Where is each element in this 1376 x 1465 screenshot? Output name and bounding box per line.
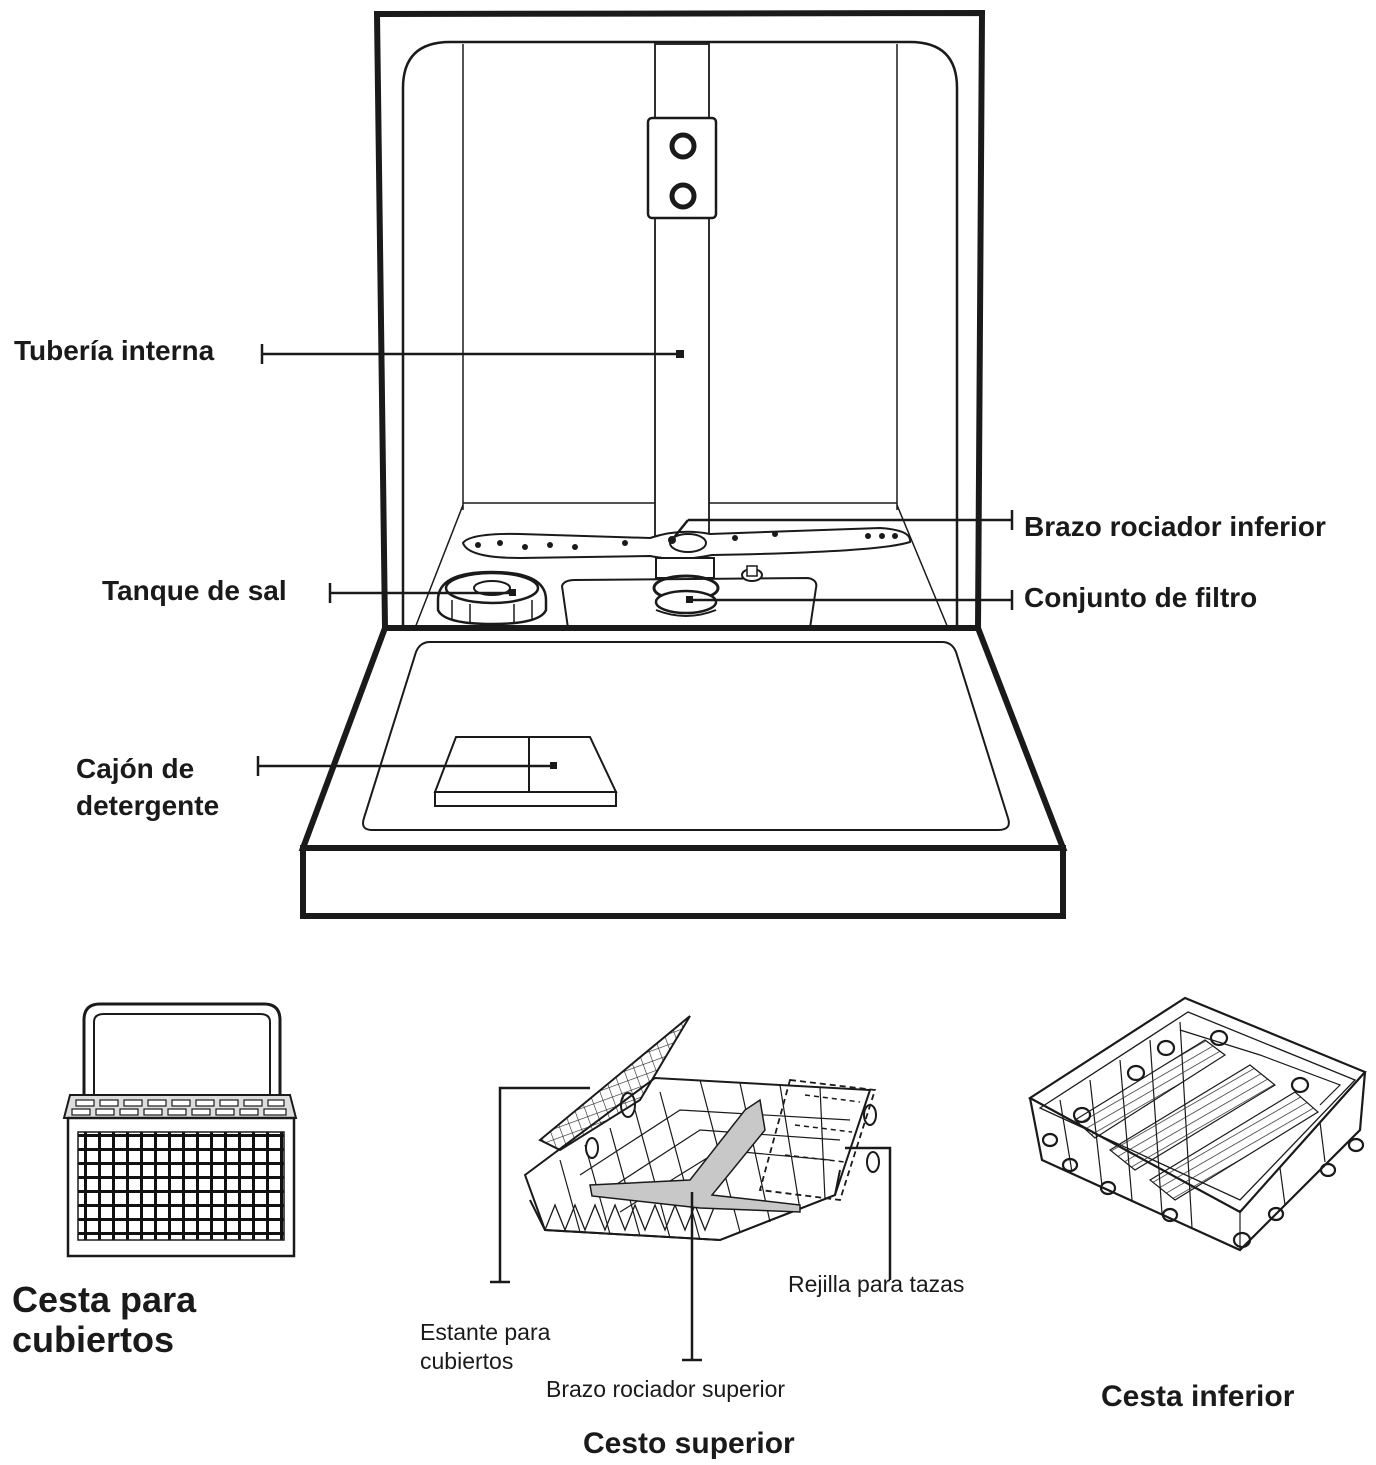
upper-rack-leader-lines — [490, 1086, 892, 1362]
label-cesto-superior: Cesto superior — [583, 1427, 795, 1460]
label-cesta-para-cubiertos: Cesta para cubiertos — [12, 1279, 197, 1360]
label-rejilla-para-tazas: Rejilla para tazas — [788, 1271, 965, 1297]
dishwasher-body — [298, 9, 1068, 919]
main-leader-lines — [256, 344, 1014, 776]
label-tanque-de-sal: Tanque de sal — [102, 575, 287, 606]
label-brazo-rociador-inferior: Brazo rociador inferior — [1024, 511, 1326, 542]
cutlery-basket-illustration — [62, 1002, 298, 1258]
upper-rack-illustration — [523, 1015, 880, 1242]
label-conjunto-de-filtro: Conjunto de filtro — [1024, 582, 1258, 613]
lower-rack-illustration — [1027, 996, 1367, 1252]
label-tuberia-interna: Tubería interna — [14, 335, 215, 366]
label-brazo-rociador-superior: Brazo rociador superior — [546, 1376, 786, 1402]
leader-end-dots — [509, 350, 693, 769]
label-cesta-inferior: Cesta inferior — [1101, 1380, 1295, 1413]
label-estante-para-cubiertos: Estante para cubiertos — [420, 1319, 551, 1374]
label-cajon-de-detergente: Cajón de detergente — [76, 753, 220, 821]
